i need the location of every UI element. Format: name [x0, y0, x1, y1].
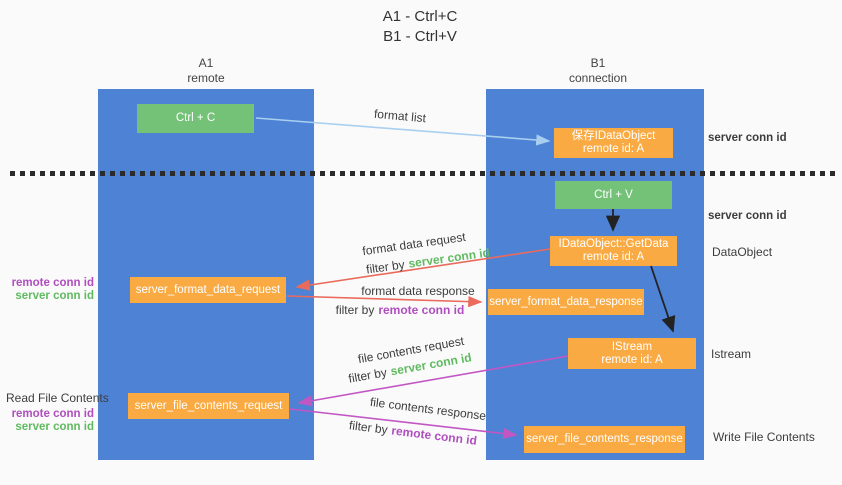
- server-file-contents-request-node: server_file_contents_request: [128, 393, 289, 419]
- filter-by-text: filter by: [335, 303, 375, 317]
- server-conn-id-annotation-top: server conn id: [708, 132, 787, 144]
- getdata-line2: remote id: A: [582, 251, 645, 263]
- dataobject-annotation: DataObject: [712, 245, 773, 259]
- ctrl-c-label: Ctrl + C: [175, 112, 216, 124]
- save-idataobject-line2: remote id: A: [582, 143, 645, 155]
- column-a-name: A1: [198, 56, 214, 70]
- read-file-contents-annotation: Read File Contents: [6, 391, 109, 405]
- save-idataobject-line1: 保存IDataObject: [571, 130, 656, 142]
- server-conn-id-annotation-mid: server conn id: [708, 210, 787, 222]
- format-data-response-label: format data response: [361, 284, 475, 298]
- write-file-contents-annotation: Write File Contents: [713, 430, 815, 444]
- left-conn-id-annotations-top: remote conn id server conn id: [0, 277, 94, 303]
- file-contents-response-label: file contents response: [369, 394, 487, 424]
- format-list-label: format list: [373, 106, 427, 126]
- filter-by-text: filter by: [365, 257, 406, 277]
- remote-conn-id-annotation: remote conn id: [11, 408, 94, 420]
- column-b-name: B1: [590, 56, 606, 70]
- column-a-header: A1 remote: [146, 56, 266, 86]
- getdata-line1: IDataObject::GetData: [558, 238, 669, 250]
- istream-line1: IStream: [611, 340, 653, 353]
- ctrl-v-node: Ctrl + V: [555, 181, 672, 209]
- left-conn-id-annotations-bottom: remote conn id server conn id: [0, 408, 94, 434]
- server-conn-id-annotation: server conn id: [15, 290, 94, 302]
- istream-node: IStream remote id: A: [568, 338, 696, 369]
- istream-line2: remote id: A: [601, 353, 663, 366]
- dotted-divider-line: [10, 171, 836, 176]
- istream-annotation: Istream: [711, 347, 752, 361]
- remote-conn-id-text: remote conn id: [390, 423, 478, 448]
- server-conn-id-annotation: server conn id: [15, 421, 94, 433]
- file-response-label: server_file_contents_response: [526, 433, 683, 445]
- title-line-2: B1 - Ctrl+V: [383, 28, 457, 45]
- server-format-data-response-node: server_format_data_response: [488, 289, 644, 315]
- column-a-role: remote: [187, 71, 225, 85]
- server-format-data-request-node: server_format_data_request: [130, 277, 286, 303]
- title-line-1: A1 - Ctrl+C: [382, 8, 458, 25]
- filter-by-text: filter by: [347, 365, 388, 386]
- save-idataobject-node: 保存IDataObject remote id: A: [554, 128, 673, 158]
- diagram-title: A1 - Ctrl+C B1 - Ctrl+V: [330, 7, 510, 47]
- column-b-role: connection: [568, 71, 628, 85]
- file-request-label: server_file_contents_request: [134, 399, 283, 412]
- format-request-label: server_format_data_request: [135, 283, 281, 296]
- format-response-label: server_format_data_response: [489, 295, 643, 308]
- column-b-header: B1 connection: [538, 56, 658, 86]
- filter-by-text: filter by: [348, 418, 389, 437]
- remote-conn-id-annotation: remote conn id: [11, 277, 94, 289]
- ctrl-c-node: Ctrl + C: [137, 104, 254, 133]
- ctrl-v-label: Ctrl + V: [594, 188, 633, 201]
- remote-conn-id-text: remote conn id: [378, 303, 465, 317]
- server-file-contents-response-node: server_file_contents_response: [524, 426, 685, 453]
- idataobject-getdata-node: IDataObject::GetData remote id: A: [550, 236, 677, 266]
